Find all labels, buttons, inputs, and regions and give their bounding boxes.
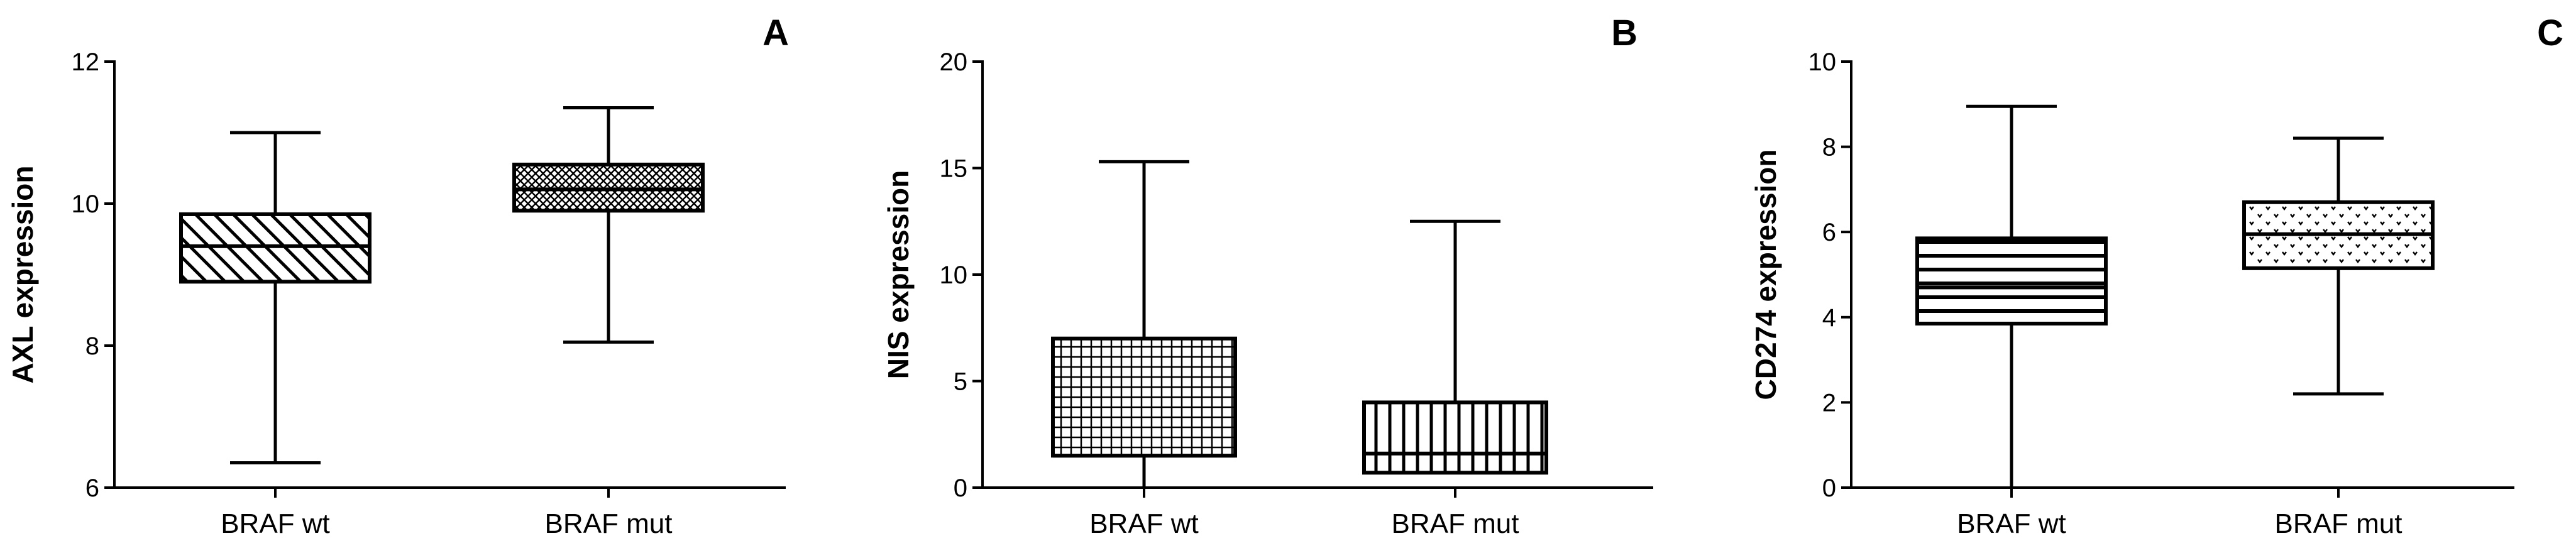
- box-braf-mut: [2242, 136, 2435, 396]
- box-braf-mut: [1362, 219, 1548, 475]
- box-iqr: [1362, 400, 1548, 475]
- y-tick-label: 15: [940, 155, 968, 183]
- y-tick-label: 20: [940, 48, 968, 76]
- box-braf-wt: [179, 131, 372, 464]
- x-category-label: BRAF wt: [1957, 508, 2066, 539]
- y-tick-label: 0: [1822, 474, 1836, 502]
- y-tick-label: 10: [1808, 48, 1837, 76]
- box-braf-wt: [1051, 160, 1237, 488]
- y-tick-label: 5: [954, 368, 967, 396]
- x-category-label: BRAF mut: [1392, 508, 1519, 539]
- panel-label: B: [1611, 13, 1638, 53]
- x-category-label: BRAF mut: [545, 508, 673, 539]
- box-braf-wt: [1915, 104, 2108, 488]
- box-iqr: [1051, 336, 1237, 458]
- y-tick-label: 10: [72, 190, 100, 218]
- x-category-label: BRAF mut: [2275, 508, 2403, 539]
- y-tick-label: 12: [72, 48, 100, 76]
- y-tick-label: 8: [1822, 134, 1836, 161]
- box-iqr: [1915, 236, 2108, 326]
- y-tick-label: 2: [1822, 389, 1836, 417]
- y-tick-label: 6: [85, 474, 99, 502]
- panel-label: C: [2537, 13, 2563, 53]
- y-tick-label: 10: [940, 261, 968, 289]
- y-tick-label: 8: [85, 332, 99, 360]
- panel-label: A: [762, 13, 789, 53]
- box-braf-mut: [512, 106, 705, 344]
- y-tick-label: 4: [1822, 304, 1836, 332]
- x-category-label: BRAF wt: [1089, 508, 1199, 539]
- y-axis-title: AXL expression: [6, 166, 39, 384]
- x-category-label: BRAF wt: [221, 508, 330, 539]
- y-axis-title: NIS expression: [882, 170, 915, 379]
- y-tick-label: 0: [954, 474, 967, 502]
- y-tick-label: 6: [1822, 219, 1836, 246]
- y-axis-title: CD274 expression: [1749, 150, 1782, 400]
